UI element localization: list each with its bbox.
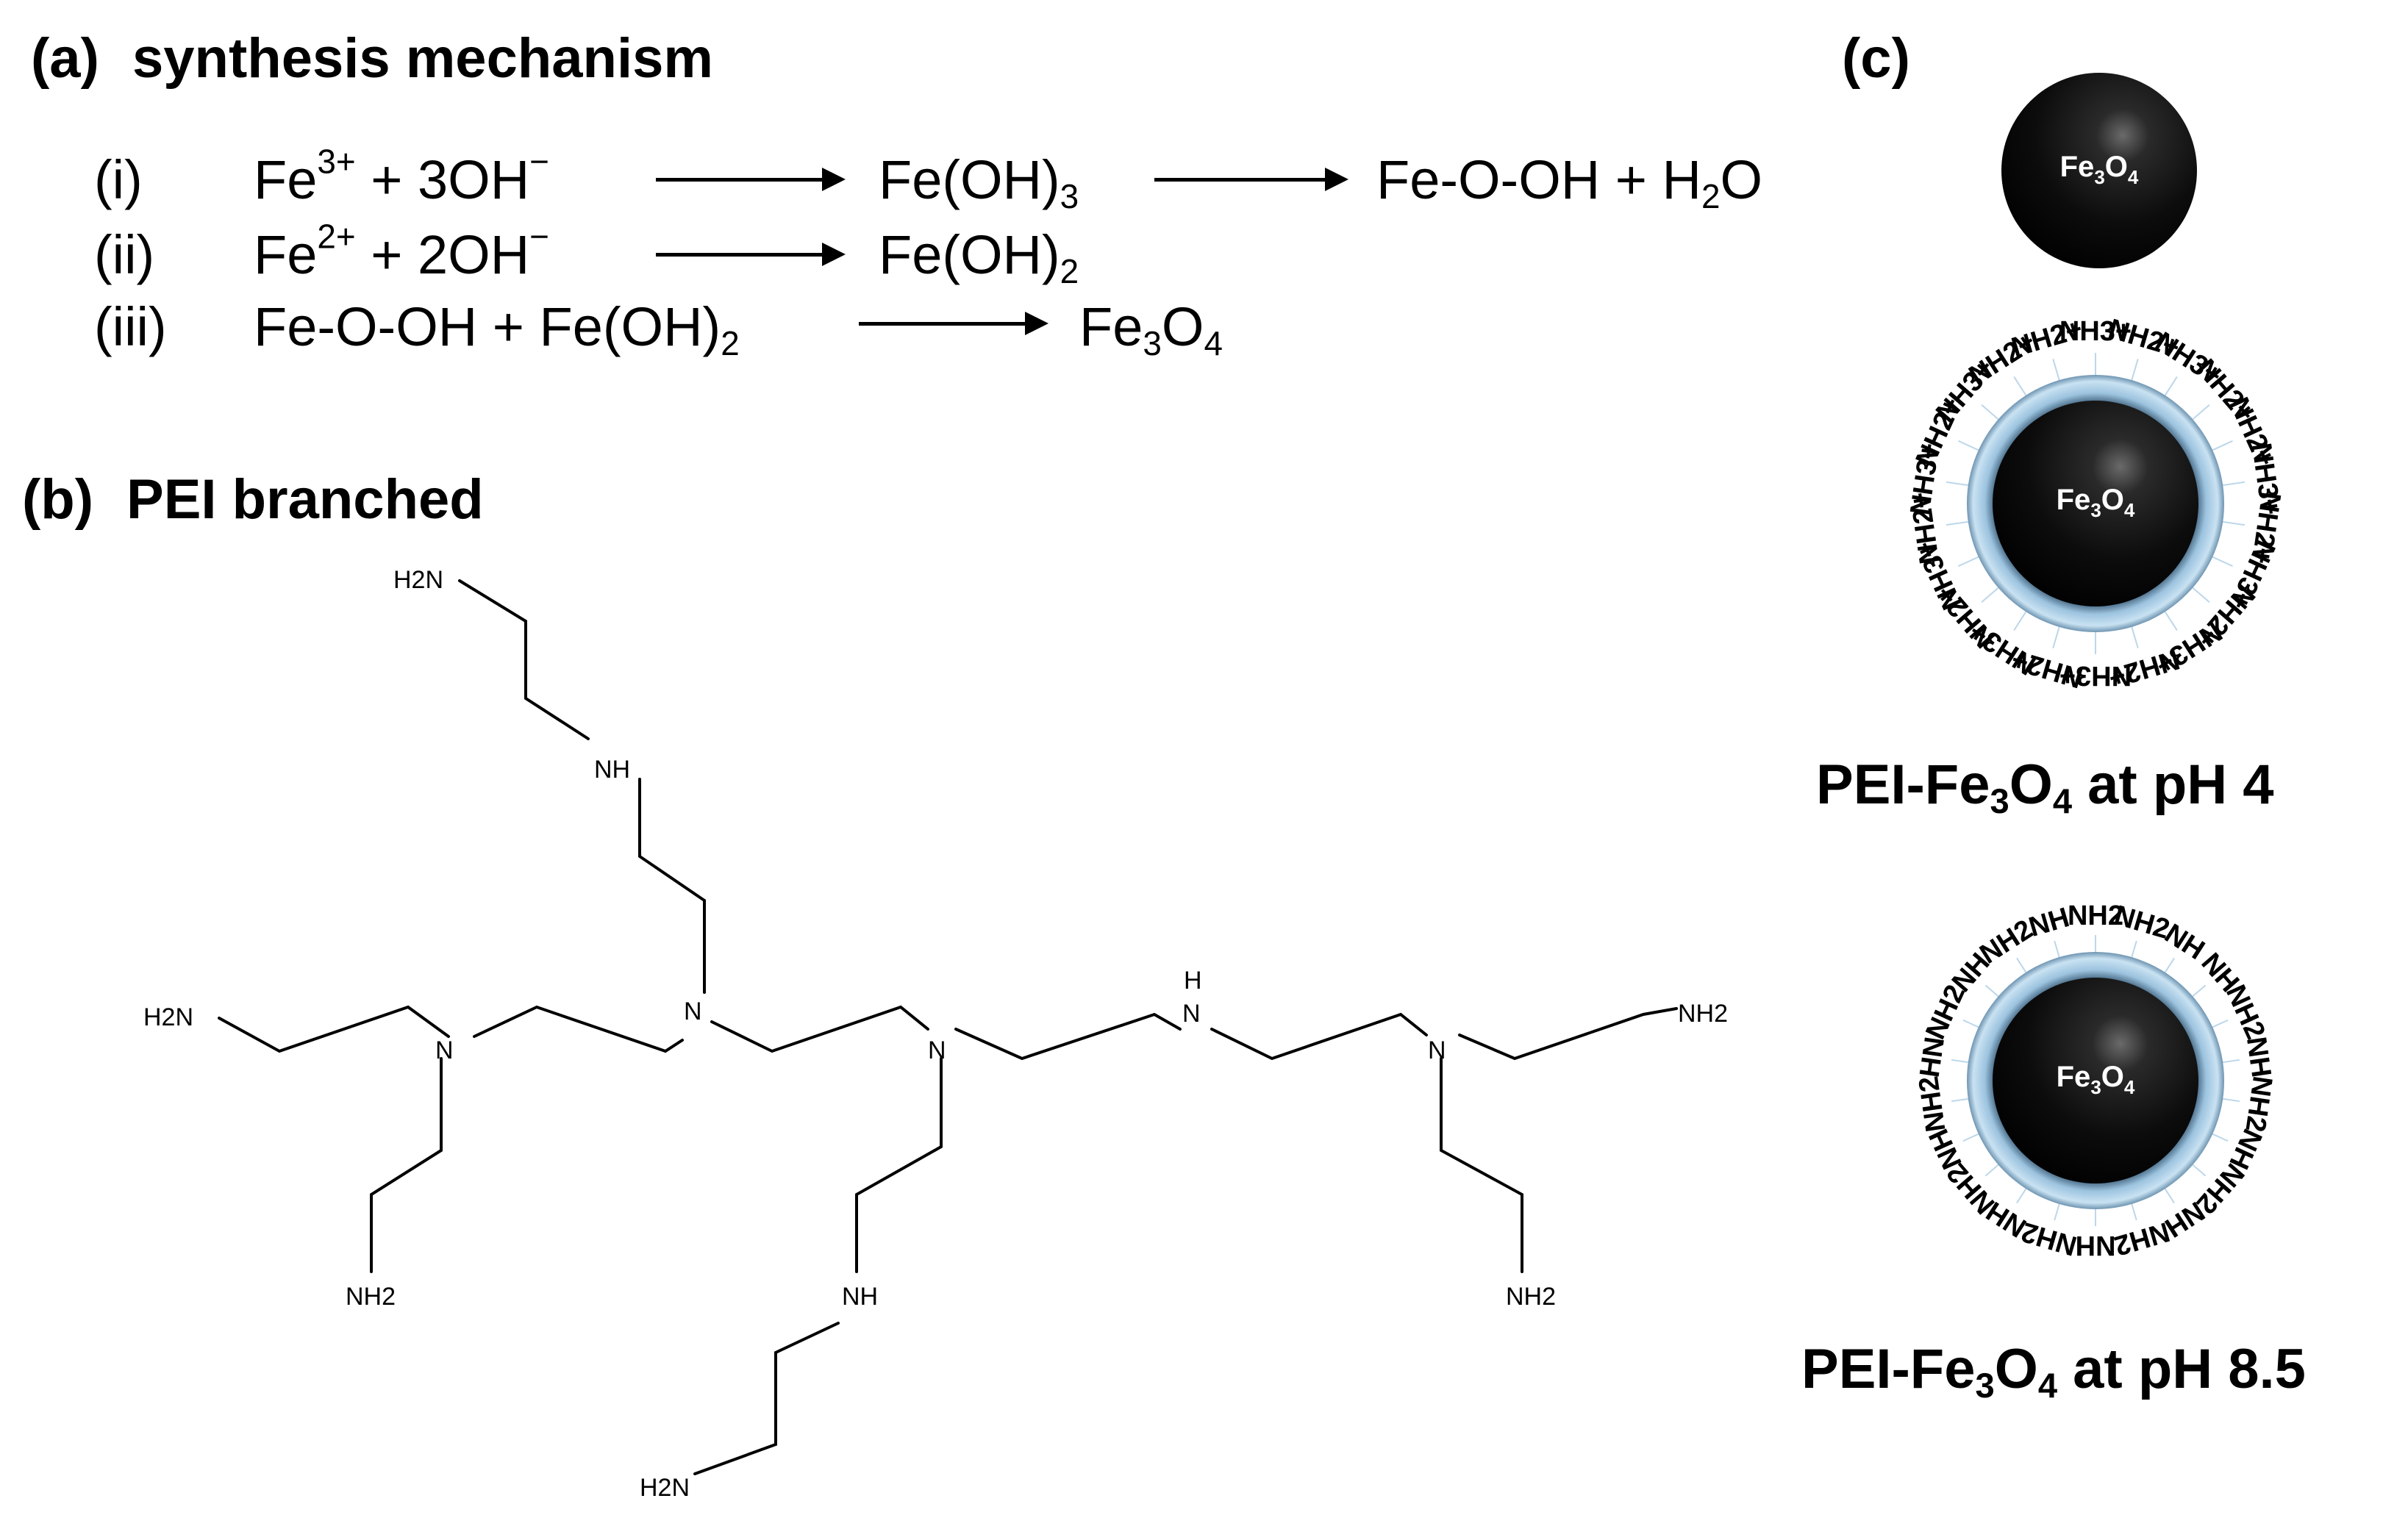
reaction-1-products: Fe-O-OH + H2O <box>1376 149 1763 215</box>
ph85-ring-spoke <box>2054 940 2060 958</box>
ph85-ring-label: NH <box>2240 1035 2276 1079</box>
reaction-1-arrow-2 <box>1154 168 1348 191</box>
reaction-1-number: (i) <box>94 149 143 210</box>
ph85-ring-label: NH2 <box>1913 1074 1951 1133</box>
caption-ph4: PEI-Fe3O4 at pH 4 <box>1816 753 2274 821</box>
reaction-2-product: Fe(OH)2 <box>879 224 1079 290</box>
ph4-ring-spoke <box>2052 359 2060 381</box>
core-label-2: Fe3O4 <box>2057 484 2135 521</box>
panel-a-title: synthesis mechanism <box>132 27 713 90</box>
atom-n4: N <box>1428 1036 1446 1064</box>
ph4-ring-spoke <box>2192 587 2210 604</box>
ph4-ring-spoke <box>1946 520 1968 526</box>
reaction-3-product: Fe3O4 <box>1079 296 1223 362</box>
atom-left-nh2: H2N <box>143 1003 193 1031</box>
atom-upper-nh: NH <box>594 756 630 784</box>
ph85-ring-spoke <box>2192 1164 2207 1177</box>
ph4-ring-spoke <box>2212 440 2233 451</box>
ph4-ring-spoke <box>1981 404 1999 420</box>
ph85-ring-spoke <box>2131 940 2137 958</box>
ph4-ring-spoke <box>2013 376 2027 396</box>
ph4-ring-spoke <box>2212 556 2233 567</box>
reaction-1-intermediate: Fe(OH)3 <box>879 149 1079 215</box>
ph85-ring-spoke <box>2212 1133 2229 1142</box>
ph4-ring-spoke <box>2013 611 2027 631</box>
atom-low-mid-nh: NH <box>842 1283 878 1311</box>
pei-atoms: H2N NH H2N N N N H N N NH2 NH2 NH H2N NH… <box>143 566 1728 1502</box>
atom-nh-center-h: H <box>1184 967 1202 995</box>
ph4-ring-spoke <box>1958 556 1979 567</box>
reaction-3-number: (iii) <box>94 296 167 357</box>
ph85-ring-spoke <box>1962 1133 1979 1142</box>
pei-structure: H2N NH H2N N N N H N N NH2 NH2 NH H2N NH… <box>143 566 1728 1502</box>
atom-top-nh2: H2N <box>393 566 443 594</box>
panel-a-tag: (a) <box>31 27 99 90</box>
atom-low-right-nh2: NH2 <box>1506 1283 1556 1311</box>
ph85-ring-label: NH <box>2076 1230 2116 1261</box>
ph4-ring-spoke <box>2164 611 2178 631</box>
ph4-ring-spoke <box>2052 626 2060 648</box>
ph85-ring-label: NH <box>2026 902 2073 943</box>
reaction-2-arrow <box>656 243 846 266</box>
core-label-3: Fe3O4 <box>2057 1061 2135 1098</box>
ph4-ring-label: NH3+ <box>2059 316 2132 347</box>
ph4-ring-spoke <box>2223 520 2246 526</box>
ph85-ring-spoke <box>2054 1203 2060 1221</box>
atom-n3: N <box>928 1036 946 1064</box>
ph4-ring-spoke <box>2192 404 2210 420</box>
ph4-ring-label: NH3+ <box>2059 660 2132 691</box>
ph85-ring-spoke <box>2164 1188 2175 1204</box>
panel-b-tag: (b) <box>22 468 94 531</box>
ph85-ring-spoke <box>2164 957 2175 973</box>
atom-bottom-nh2: H2N <box>640 1474 690 1502</box>
atom-right-nh2: NH2 <box>1678 1000 1728 1028</box>
ph4-ring-spoke <box>1946 481 1968 487</box>
reaction-1-reactants: Fe3+ + 3OH− <box>254 142 549 210</box>
ph85-ring-spoke <box>2192 984 2207 998</box>
ph85-ring-label: NH2 <box>2111 1216 2173 1261</box>
ph85-ring-label: HN <box>1915 1035 1951 1079</box>
ph4-ring-spoke <box>1981 587 1999 604</box>
pei-fe3o4-ph85: NH2NH2NHNHNH2NHNH2NHNH2NHNH2NHNH2NHNH2NH… <box>1913 900 2278 1261</box>
core-label-1: Fe3O4 <box>2060 151 2139 188</box>
atom-nh-center-n: N <box>1182 1000 1201 1028</box>
ph85-ring-spoke <box>2223 1097 2240 1103</box>
reaction-3-reactants: Fe-O-OH + Fe(OH)2 <box>254 296 740 362</box>
pei-bonds <box>218 579 1678 1475</box>
reaction-1-arrow-1 <box>656 168 846 191</box>
atom-low-left-nh2: NH2 <box>346 1283 396 1311</box>
reaction-2-number: (ii) <box>94 224 155 285</box>
panel-b-title: PEI branched <box>126 468 484 531</box>
ph4-ring-spoke <box>2164 376 2178 396</box>
ph85-ring-spoke <box>1951 1097 1968 1103</box>
atom-n2: N <box>684 998 702 1025</box>
bare-fe3o4-particle: Fe3O4 <box>2001 73 2197 268</box>
ph4-ring-spoke <box>2131 359 2139 381</box>
reaction-3-arrow <box>859 312 1048 335</box>
panel-c-tag: (c) <box>1842 27 1910 90</box>
ph4-ring-label: NH2+ <box>2008 314 2086 364</box>
ph4-ring-spoke <box>1958 440 1979 451</box>
ph85-ring-spoke <box>2131 1203 2137 1221</box>
ph85-ring-spoke <box>2223 1059 2240 1064</box>
ph85-ring-spoke <box>2016 957 2027 973</box>
ph85-ring-label: NH2 <box>2068 900 2123 931</box>
atom-n1: N <box>435 1036 454 1064</box>
ph85-ring-label: NH2 <box>2220 981 2271 1045</box>
reaction-2-reactants: Fe2+ + 2OH− <box>254 217 549 285</box>
ph4-ring-spoke <box>2131 626 2139 648</box>
ph85-ring-spoke <box>1984 984 1999 998</box>
ph85-ring-spoke <box>2212 1019 2229 1028</box>
ph85-ring-label: NH2 <box>2239 1074 2277 1133</box>
ph85-ring-spoke <box>1951 1059 1968 1064</box>
ph85-ring-spoke <box>1984 1164 1999 1177</box>
pei-fe3o4-ph4: NH3+NH2+NH3+NH2+NH2+NH3+NH2+NH3+NH2+NH3+… <box>1905 314 2287 694</box>
ph85-ring-spoke <box>1962 1019 1979 1028</box>
nanoparticle-figures: Fe3O4 NH3+NH2+NH3+NH2+NH2+NH3+NH2+NH3+NH… <box>1905 73 2287 1261</box>
ph85-ring-spoke <box>2016 1188 2027 1204</box>
caption-ph85: PEI-Fe3O4 at pH 8.5 <box>1801 1338 2306 1405</box>
ph4-ring-spoke <box>2223 481 2246 487</box>
